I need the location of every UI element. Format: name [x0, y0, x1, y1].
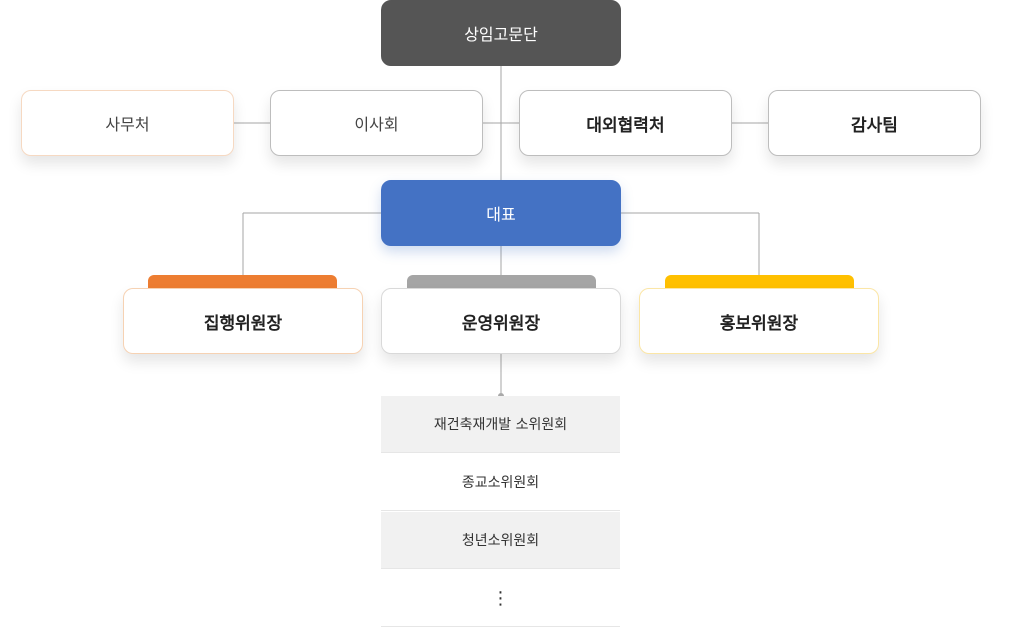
more-ellipsis-icon: ⋮	[491, 587, 510, 609]
secretariat-label: 사무처	[105, 115, 150, 134]
subcommittee-label: 종교소위원회	[461, 475, 540, 491]
audit-team-node: 감사팀	[768, 90, 981, 156]
operations-chair-label: 운영위원장	[461, 313, 541, 334]
executive-chair-label: 집행위원장	[203, 313, 283, 334]
board-of-directors-label: 이사회	[354, 115, 399, 134]
subcommittee-item: 재건축재개발 소위원회	[381, 396, 620, 453]
advisory-board-label: 상임고문단	[464, 25, 538, 44]
audit-team-label: 감사팀	[851, 115, 898, 136]
external-cooperation-node: 대외협력처	[519, 90, 732, 156]
board-of-directors-node: 이사회	[270, 90, 483, 156]
secretariat-node: 사무처	[21, 90, 234, 156]
external-cooperation-label: 대외협력처	[586, 115, 665, 136]
subcommittee-label: 재건축재개발 소위원회	[433, 417, 568, 433]
operations-committee-tab	[407, 275, 596, 289]
executive-chair-node: 집행위원장	[123, 288, 363, 354]
executive-committee-tab	[148, 275, 337, 289]
subcommittee-more: ⋮	[381, 570, 620, 627]
subcommittee-item: 청년소위원회	[381, 512, 620, 569]
representative-node: 대표	[381, 180, 621, 246]
subcommittee-label: 청년소위원회	[461, 533, 540, 549]
advisory-board-node: 상임고문단	[381, 0, 621, 66]
subcommittee-item: 종교소위원회	[381, 454, 620, 511]
publicity-committee-tab	[665, 275, 854, 289]
representative-label: 대표	[486, 205, 516, 224]
publicity-chair-label: 홍보위원장	[719, 313, 799, 334]
operations-chair-node: 운영위원장	[381, 288, 621, 354]
publicity-chair-node: 홍보위원장	[639, 288, 879, 354]
